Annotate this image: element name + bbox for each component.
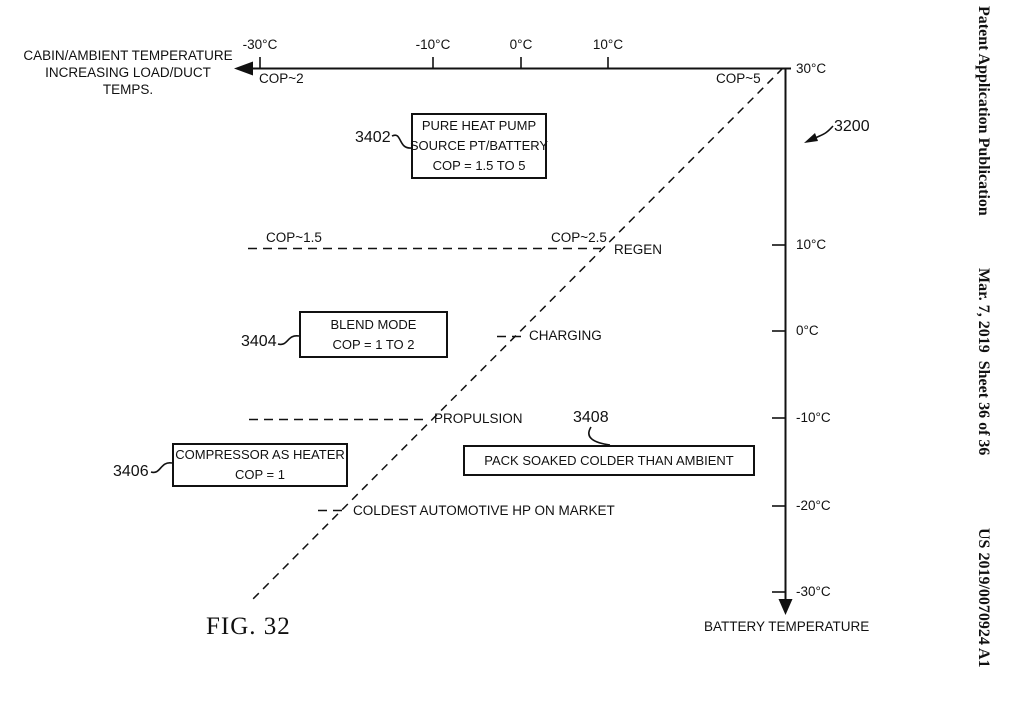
leader-3406 [150, 462, 173, 474]
x-axis-title-line1: CABIN/AMBIENT TEMPERATURE [23, 48, 233, 63]
patent-header-number: US 2019/0070924 A1 [975, 528, 992, 668]
box-3408: PACK SOAKED COLDER THAN AMBIENT [463, 445, 755, 476]
patent-header-date-sheet: Mar. 7, 2019 Sheet 36 of 36 [975, 268, 992, 456]
box-3402-line2: SOURCE PT/BATTERY [409, 138, 549, 153]
box-3404-line2: COP = 1 TO 2 [332, 336, 415, 352]
leader-3402 [391, 134, 412, 149]
y-tick-label-neg10: -10°C [796, 410, 831, 425]
y-axis-ticks [772, 244, 785, 593]
box-3406: COMPRESSOR AS HEATER COP = 1 [172, 443, 348, 487]
y-tick-label-neg30: -30°C [796, 584, 831, 599]
box-3402: PURE HEAT PUMP SOURCE PT/BATTERY COP = 1… [409, 113, 549, 179]
y-axis-title: BATTERY TEMPERATURE [704, 619, 870, 634]
y-tick-label-neg20: -20°C [796, 498, 831, 513]
y-tick-label-30: 30°C [796, 61, 827, 76]
x-axis-title: CABIN/AMBIENT TEMPERATURE INCREASING LOA… [22, 47, 234, 98]
leader-3408 [588, 426, 611, 446]
patent-header-publication: Patent Application Publication [975, 6, 992, 216]
cop-2-label: COP~2 [259, 71, 304, 86]
cop-1-5-label: COP~1.5 [266, 230, 322, 245]
cop-5-label: COP~5 [716, 71, 761, 86]
x-tick-label-neg10: -10°C [415, 37, 451, 52]
x-tick-label-neg30: -30°C [242, 37, 278, 52]
figure-caption: FIG. 32 [206, 613, 291, 640]
y-axis-down-arrowhead [778, 599, 793, 615]
propulsion-label: PROPULSION [434, 411, 523, 426]
regen-label: REGEN [614, 242, 663, 257]
x-axis-title-line2: INCREASING LOAD/DUCT TEMPS. [45, 65, 211, 97]
charging-label: CHARGING [529, 328, 602, 343]
ref-label-3200: 3200 [834, 118, 870, 135]
box-3402-line1: PURE HEAT PUMP [421, 118, 537, 133]
ref-label-3402: 3402 [355, 129, 391, 146]
leader-3200-arrowhead [804, 133, 818, 143]
ref-label-3406: 3406 [113, 463, 149, 480]
box-3408-line1: PACK SOAKED COLDER THAN AMBIENT [484, 452, 734, 468]
box-3404-line1: BLEND MODE [330, 316, 417, 332]
x-tick-label-0: 0°C [509, 37, 533, 52]
box-3404: BLEND MODE COP = 1 TO 2 [299, 311, 448, 358]
y-tick-label-10: 10°C [796, 237, 827, 252]
cop-2-5-label: COP~2.5 [551, 230, 607, 245]
x-tick-label-10: 10°C [592, 37, 624, 52]
ref-label-3408: 3408 [573, 409, 609, 426]
x-axis-ticks [259, 57, 609, 68]
ref-label-3404: 3404 [241, 333, 277, 350]
box-3406-line2: COP = 1 [235, 467, 285, 482]
leader-3404 [277, 335, 300, 346]
box-3406-line1: COMPRESSOR AS HEATER [175, 447, 345, 462]
box-3402-line3: COP = 1.5 TO 5 [432, 158, 526, 173]
x-axis-left-arrowhead [234, 61, 253, 76]
y-tick-label-0: 0°C [796, 323, 819, 338]
coldest-hp-label: COLDEST AUTOMOTIVE HP ON MARKET [353, 503, 615, 518]
